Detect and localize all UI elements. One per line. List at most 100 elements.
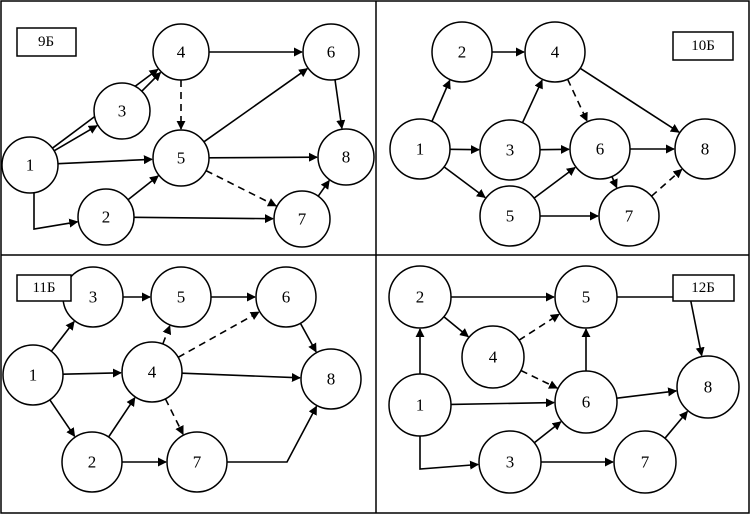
edge-7-to-8 (227, 406, 317, 462)
node-label: 8 (342, 148, 351, 167)
node-label: 5 (177, 149, 186, 168)
edge-1-to-4 (63, 373, 121, 374)
edge-1-to-2 (50, 400, 75, 437)
panel-tag-text: 9Б (38, 34, 54, 50)
edge-6-to-7 (612, 177, 617, 188)
panel-tag: 11Б (17, 275, 71, 301)
edge-3-to-4 (523, 80, 543, 123)
node-1: 1 (2, 137, 58, 193)
node-label: 4 (489, 348, 498, 367)
edge-2-to-7 (134, 217, 273, 218)
edge-5-to-8 (617, 297, 702, 356)
node-1: 1 (3, 345, 63, 405)
node-6: 6 (256, 267, 316, 327)
edge-7-to-8 (318, 181, 329, 197)
node-label: 7 (625, 207, 634, 226)
node-label: 5 (582, 288, 591, 307)
node-label: 4 (148, 363, 157, 382)
node-7: 7 (614, 431, 676, 493)
panel-tag-text: 10Б (691, 38, 715, 54)
node-label: 7 (298, 210, 307, 229)
edge-1-to-3 (54, 126, 97, 151)
panel-tag: 12Б (673, 275, 734, 301)
edge-1-to-5 (58, 159, 152, 163)
node-label: 8 (704, 378, 713, 397)
node-label: 1 (416, 140, 425, 159)
node-3: 3 (480, 120, 540, 180)
edge-4-to-5-dashed (163, 326, 170, 344)
node-label: 5 (177, 288, 186, 307)
edge-1-to-6 (451, 403, 554, 405)
node-label: 5 (506, 207, 515, 226)
node-label: 2 (88, 453, 97, 472)
edge-6-to-8 (617, 391, 676, 398)
edge-2-to-4 (444, 317, 468, 337)
node-label: 2 (458, 43, 467, 62)
node-5: 5 (151, 267, 211, 327)
panel-9b: 1 2 3 4 5 6 7 8 9Б (2, 24, 374, 247)
edge-5-to-7-dashed (206, 171, 276, 206)
edge-1-to-3 (420, 436, 478, 469)
panel-tag: 10Б (673, 32, 733, 60)
node-5: 5 (480, 186, 540, 246)
edge-4-to-8 (182, 373, 300, 378)
node-4: 4 (122, 342, 182, 402)
node-3: 3 (479, 431, 541, 493)
node-7: 7 (599, 186, 659, 246)
node-label: 4 (551, 43, 560, 62)
node-label: 3 (89, 288, 98, 307)
panel-12b: 1 2 3 4 5 6 7 8 12Б (389, 266, 739, 493)
edge-5-to-6 (534, 168, 575, 199)
node-8: 8 (318, 129, 374, 185)
node-label: 8 (701, 140, 710, 159)
edge-1-to-5 (444, 167, 485, 198)
node-4: 4 (153, 24, 209, 80)
node-label: 1 (416, 396, 425, 415)
node-label: 2 (102, 208, 111, 227)
edge-6-to-8 (335, 80, 342, 129)
node-2: 2 (389, 266, 451, 328)
panel-tag-text: 11Б (32, 280, 55, 296)
node-label: 7 (641, 453, 650, 472)
node-5: 5 (555, 266, 617, 328)
panel-tag: 9Б (17, 28, 76, 56)
edge-1-to-2 (432, 80, 450, 121)
edge-4-to-6-dashed (521, 371, 557, 389)
edge-6-to-8 (300, 323, 316, 352)
node-4: 4 (462, 326, 524, 388)
node-8: 8 (677, 356, 739, 418)
node-label: 8 (327, 370, 336, 389)
node-8: 8 (301, 349, 361, 409)
node-label: 1 (29, 366, 38, 385)
edge-7-to-8 (665, 412, 688, 439)
node-6: 6 (555, 371, 617, 433)
edge-4-to-6-dashed (568, 79, 587, 121)
edge-3-to-6 (534, 422, 561, 443)
node-3: 3 (94, 83, 150, 139)
node-6: 6 (570, 119, 630, 179)
node-3: 3 (63, 267, 123, 327)
panel-10b: 1 2 3 4 5 6 7 8 10Б (390, 22, 735, 246)
edge-4-to-7-dashed (165, 399, 183, 435)
node-label: 3 (506, 453, 515, 472)
node-2: 2 (78, 189, 134, 245)
node-1: 1 (389, 374, 451, 436)
node-2: 2 (62, 432, 122, 492)
node-label: 6 (582, 393, 591, 412)
node-4: 4 (525, 22, 585, 82)
node-label: 1 (26, 156, 35, 175)
edge-2-to-5 (128, 176, 158, 200)
edge-1-to-3 (51, 322, 74, 352)
node-2: 2 (432, 22, 492, 82)
edge-1-to-2 (34, 193, 77, 229)
node-label: 4 (177, 43, 186, 62)
node-7: 7 (274, 191, 330, 247)
node-label: 6 (282, 288, 291, 307)
node-1: 1 (390, 119, 450, 179)
node-8: 8 (675, 119, 735, 179)
node-label: 6 (327, 43, 336, 62)
node-label: 3 (118, 102, 127, 121)
